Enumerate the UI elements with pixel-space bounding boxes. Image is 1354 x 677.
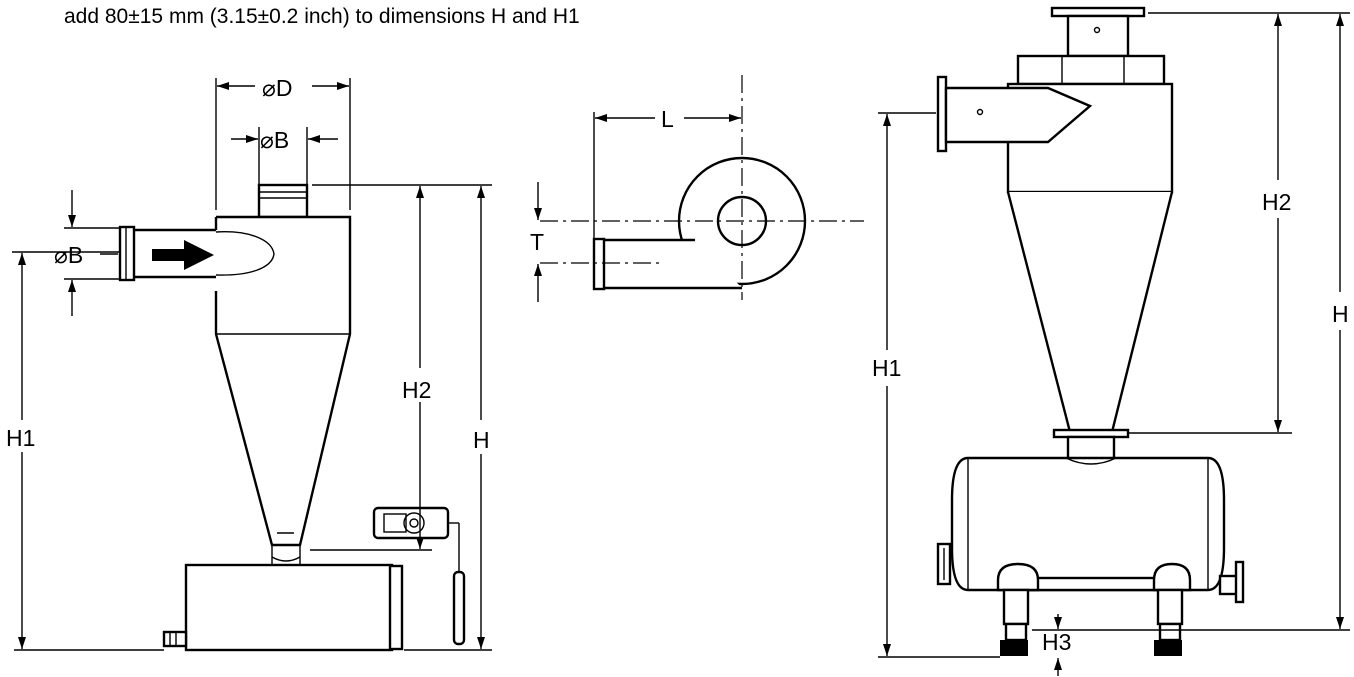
label-l: L [661,106,674,132]
label-h2-right: H2 [1262,189,1291,215]
right-foot-base [1154,640,1182,656]
cylinder-cone-body [214,215,352,547]
label-diameter-b-top: ⌀B [260,127,289,153]
flow-direction-arrow-icon [152,240,214,270]
head-block [1016,54,1166,86]
label-diameter-b-inlet: ⌀B [54,242,83,268]
label-h1-left: H1 [6,425,35,451]
label-h-right: H [1332,301,1349,327]
label-h3-right: H3 [1042,629,1071,655]
collection-tank [184,563,394,652]
label-diameter-d: ⌀D [262,75,292,101]
side-view-right: H2 H H1 H3 [872,6,1350,676]
valve-handle [452,570,466,646]
right-inlet-pipe [944,86,1093,144]
right-cone [1006,191,1174,434]
front-view-left: ⌀D ⌀B ⌀B H1 H2 H [6,75,492,652]
right-foot-dome [1152,562,1192,592]
bottom-fitting [162,630,188,648]
flow-curve [215,231,275,276]
left-foot-dome [996,562,1040,592]
label-h1-right: H1 [872,355,901,381]
label-h2-left: H2 [402,377,431,403]
top-view-middle: L T [530,75,864,302]
label-h-left: H [473,427,490,453]
drain-valve [372,506,450,540]
left-foot-base [1000,640,1028,656]
label-t: T [530,229,544,255]
dimension-note: add 80±15 mm (3.15±0.2 inch) to dimensio… [64,5,580,28]
top-outlet-neck [257,183,309,219]
